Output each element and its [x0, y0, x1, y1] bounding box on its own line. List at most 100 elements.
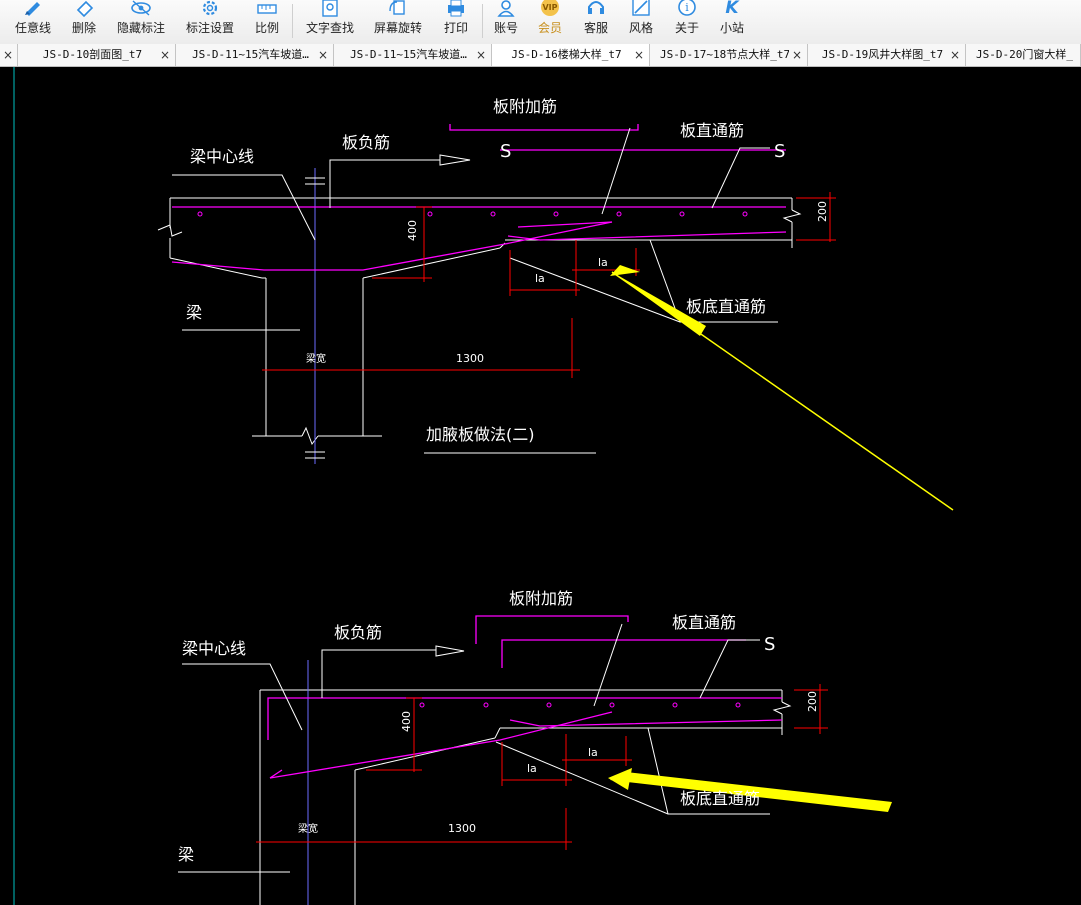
tab-js-d-20[interactable]: JS-D-20门窗大样_ — [966, 44, 1081, 66]
detail-2-neg-bar-label: 板负筋 — [334, 623, 382, 642]
detail-2-top-through-label: 板直通筋 — [672, 613, 736, 632]
close-icon[interactable]: × — [2, 48, 13, 62]
support-button[interactable]: 客服 — [578, 0, 614, 44]
detail-1-dim-la-right: la — [598, 256, 608, 269]
printer-icon — [444, 0, 468, 18]
tab-js-d-16[interactable]: JS-D-16楼梯大样_t7 × — [492, 44, 650, 66]
k-logo-glyph: K — [725, 0, 740, 17]
account-button[interactable]: 账号 — [488, 0, 524, 44]
detail-2-dim-beam-width: 梁宽 — [298, 822, 318, 835]
vip-icon: VIP — [538, 0, 562, 18]
about-label: 关于 — [674, 21, 699, 35]
tab-js-d-11-a[interactable]: JS-D-11~15汽车坡道… × — [176, 44, 334, 66]
tab-js-d-10[interactable]: JS-D-10剖面图_t7 × — [18, 44, 176, 66]
annotation-settings-button[interactable]: 标注设置 — [180, 0, 240, 44]
detail-2-dim-1300: 1300 — [448, 822, 476, 835]
detail-2-dim-la-left: la — [527, 762, 537, 775]
tab-label: JS-D-16楼梯大样_t7 — [511, 48, 622, 61]
vip-button[interactable]: VIP 会员 — [530, 0, 570, 44]
detail-1-leaders — [172, 127, 778, 454]
tab-label: JS-D-19风井大样图_t7 — [821, 48, 944, 61]
freehand-line-label: 任意线 — [14, 21, 51, 35]
tab-js-d-11-b[interactable]: JS-D-11~15汽车坡道… × — [334, 44, 492, 66]
pen-icon — [21, 0, 45, 18]
toolbar-divider — [482, 4, 483, 38]
close-icon[interactable]: × — [317, 48, 328, 62]
delete-label: 删除 — [71, 21, 96, 35]
tab-label: JS-D-10剖面图_t7 — [42, 48, 143, 61]
print-button[interactable]: 打印 — [436, 0, 476, 44]
tab-label: JS-D-20门窗大样_ — [976, 48, 1073, 61]
ruler-icon — [255, 0, 279, 18]
about-button[interactable]: i 关于 — [668, 0, 706, 44]
tab-label: JS-D-11~15汽车坡道… — [192, 48, 309, 61]
document-tab-bar: × JS-D-10剖面图_t7 × JS-D-11~15汽车坡道… × JS-D… — [0, 44, 1081, 67]
hide-annotations-button[interactable]: 隐藏标注 — [110, 0, 172, 44]
detail-1-bottom-through-label: 板底直通筋 — [686, 297, 766, 316]
close-icon[interactable]: × — [475, 48, 486, 62]
detail-2-yellow-arrow-body — [610, 772, 892, 812]
detail-2-bottom-through-label: 板底直通筋 — [680, 789, 760, 808]
detail-1-yellow-arrowhead — [610, 265, 640, 276]
style-label: 风格 — [628, 21, 653, 35]
detail-1-title: 加腋板做法(二) — [426, 425, 535, 444]
tab-js-d-17[interactable]: JS-D-17~18节点大样_t7 × — [650, 44, 808, 66]
detail-2-beam-centerline-label: 梁中心线 — [182, 639, 246, 658]
detail-1: 板附加筋 梁中心线 板负筋 板直通筋 板底直通筋 梁 加腋板做法(二) S S … — [157, 97, 954, 511]
screen-rotate-button[interactable]: 屏幕旋转 — [368, 0, 428, 44]
detail-1-dim-beam-width: 梁宽 — [306, 352, 326, 365]
freehand-line-button[interactable]: 任意线 — [10, 0, 56, 44]
drawing-canvas[interactable]: 板附加筋 梁中心线 板负筋 板直通筋 板底直通筋 梁 加腋板做法(二) S S … — [0, 67, 1081, 905]
detail-2-dimensions — [256, 684, 828, 850]
mini-site-button[interactable]: K 小站 — [712, 0, 752, 44]
rotate-icon — [386, 0, 410, 18]
info-glyph: i — [685, 1, 689, 14]
detail-2-dim-la-right: la — [588, 746, 598, 759]
detail-1-concrete-outline — [157, 197, 802, 446]
annotation-settings-label: 标注设置 — [185, 21, 234, 35]
delete-button[interactable]: 删除 — [62, 0, 106, 44]
info-icon: i — [675, 0, 699, 18]
account-label: 账号 — [493, 21, 518, 35]
detail-2-hook-s: S — [764, 634, 775, 655]
detail-2-rebar-dots — [419, 702, 741, 708]
detail-2-labels: 板附加筋 梁中心线 板负筋 板直通筋 板底直通筋 梁 — [178, 589, 760, 864]
close-icon[interactable]: × — [159, 48, 170, 62]
scale-button[interactable]: 比例 — [248, 0, 286, 44]
detail-2-rebar — [267, 615, 783, 779]
detail-1-dim-la-left: la — [535, 272, 545, 285]
hide-annotations-label: 隐藏标注 — [116, 21, 165, 35]
detail-1-hook-s-right: S — [774, 141, 785, 162]
detail-1-add-bar-label: 板附加筋 — [493, 97, 557, 116]
tab-label: JS-D-17~18节点大样_t7 — [660, 48, 789, 61]
detail-2-dim-texts: S 400 200 la la 梁宽 1300 — [298, 634, 819, 835]
style-button[interactable]: 风格 — [622, 0, 660, 44]
text-search-icon — [318, 0, 342, 18]
eye-icon — [129, 0, 153, 18]
toolbar: 任意线 删除 隐藏标注 标注设置 比例 文字查找 屏幕旋转 打印 账号 VIP … — [0, 0, 1081, 45]
close-icon[interactable]: × — [791, 48, 802, 62]
close-icon[interactable]: × — [949, 48, 960, 62]
screen-rotate-label: 屏幕旋转 — [373, 21, 422, 35]
cad-drawing: 板附加筋 梁中心线 板负筋 板直通筋 板底直通筋 梁 加腋板做法(二) S S … — [13, 67, 954, 905]
tab-overflow-close[interactable]: × — [0, 44, 18, 66]
detail-2-dim-400: 400 — [400, 711, 413, 732]
detail-1-top-through-label: 板直通筋 — [680, 121, 744, 140]
detail-1-centerline-ticks — [305, 177, 325, 459]
detail-1-rebar — [171, 124, 787, 271]
vip-label: 会员 — [537, 21, 562, 35]
gear-icon — [198, 0, 222, 18]
tab-js-d-19[interactable]: JS-D-19风井大样图_t7 × — [808, 44, 966, 66]
text-search-label: 文字查找 — [305, 21, 354, 35]
close-icon[interactable]: × — [633, 48, 644, 62]
detail-2-leaders — [178, 623, 770, 873]
eraser-icon — [72, 0, 96, 18]
detail-1-hook-s-left: S — [500, 141, 511, 162]
text-search-button[interactable]: 文字查找 — [300, 0, 360, 44]
detail-1-labels: 板附加筋 梁中心线 板负筋 板直通筋 板底直通筋 梁 加腋板做法(二) — [186, 97, 766, 444]
detail-1-dimensions — [262, 192, 836, 378]
scale-label: 比例 — [254, 21, 279, 35]
detail-1-dim-1300: 1300 — [456, 352, 484, 365]
detail-2: 板附加筋 梁中心线 板负筋 板直通筋 板底直通筋 梁 S 400 200 la … — [178, 589, 892, 905]
detail-2-dim-200: 200 — [806, 691, 819, 712]
